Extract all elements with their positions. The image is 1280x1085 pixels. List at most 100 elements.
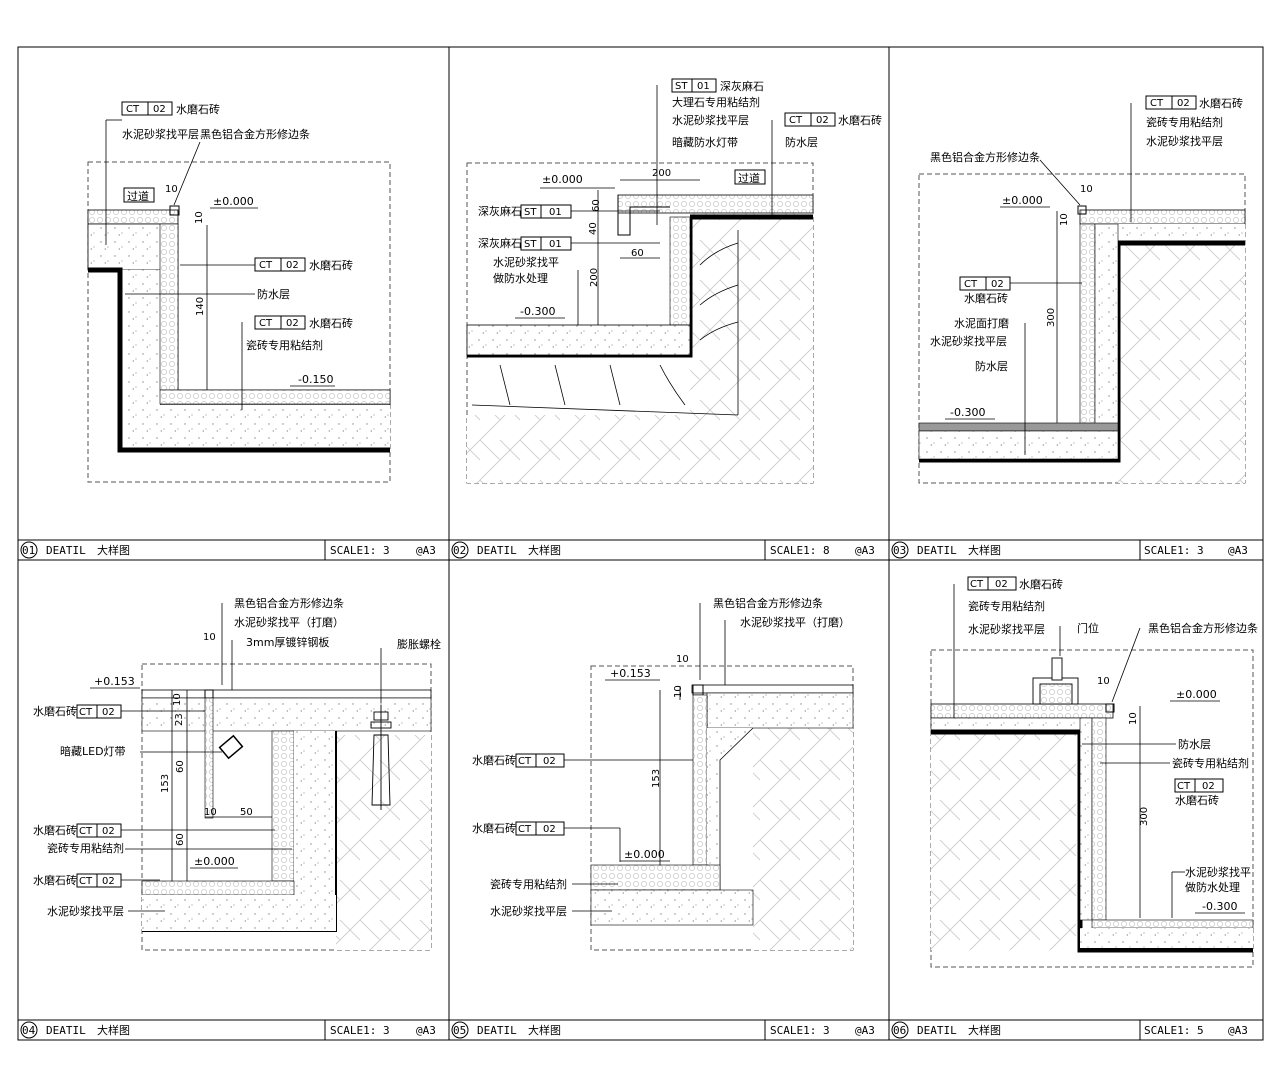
svg-text:02: 02 <box>1177 98 1190 109</box>
svg-text:300: 300 <box>1139 807 1150 826</box>
material-tag: CT 02 水磨石砖 <box>967 576 1063 591</box>
label-led-hidden: 暗藏LED灯带 <box>60 744 126 758</box>
svg-text:CT: CT <box>79 707 93 718</box>
svg-text:200: 200 <box>589 268 600 287</box>
label-do-wp: 做防水处理 <box>493 271 548 285</box>
label-dark-granite: 深灰麻石 <box>478 204 522 218</box>
anchor-bolts <box>471 230 739 416</box>
detail-04: 膨胀螺栓 黑色铝合金方形修边条 水泥砂浆找平（打磨） 3mm厚镀锌钢板 10 +… <box>33 596 441 951</box>
panel-number: 04 <box>22 1024 36 1037</box>
level-zero: ±0.000 <box>624 848 665 861</box>
svg-text:140: 140 <box>195 297 206 316</box>
level-m300: -0.300 <box>1202 900 1237 913</box>
svg-text:23: 23 <box>174 713 185 726</box>
title-bar-06: 06 DEATIL 大样图 SCALE1: 5 @A3 <box>891 1020 1248 1040</box>
svg-text:ST: ST <box>524 207 537 218</box>
level-zero: ±0.000 <box>1176 688 1217 701</box>
material-tag: CT 02 <box>76 873 122 888</box>
title-cn: 大样图 <box>968 1023 1001 1037</box>
svg-text:40: 40 <box>588 222 599 235</box>
paper-size: @A3 <box>416 1024 436 1037</box>
label-aluminum-trim: 黑色铝合金方形修边条 <box>930 150 1040 164</box>
material-tag: ST 01 <box>520 236 572 251</box>
svg-text:CT: CT <box>964 279 978 290</box>
detail-02: ST 01 深灰麻石 大理石专用粘结剂 水泥砂浆找平层 暗藏防水灯带 CT 02… <box>466 78 882 484</box>
svg-text:水磨石砖: 水磨石砖 <box>838 113 882 127</box>
level-zero: ±0.000 <box>194 855 235 868</box>
label-dark-granite: 深灰麻石 <box>478 236 522 250</box>
svg-text:10: 10 <box>1128 712 1139 725</box>
svg-text:10: 10 <box>676 654 689 665</box>
svg-text:水磨石砖: 水磨石砖 <box>309 258 353 272</box>
svg-text:01: 01 <box>549 207 562 218</box>
svg-text:CT: CT <box>970 579 984 590</box>
level-zero: ±0.000 <box>213 195 254 208</box>
svg-text:水磨石砖: 水磨石砖 <box>1199 96 1243 110</box>
panel-number: 06 <box>893 1024 906 1037</box>
svg-text:153: 153 <box>651 769 662 788</box>
svg-text:10: 10 <box>1080 184 1093 195</box>
svg-text:10: 10 <box>203 632 216 643</box>
level-m300: -0.300 <box>950 406 985 419</box>
label-mortar-level: 水泥砂浆找平层 <box>672 113 749 127</box>
label-mortar-ground: 水泥砂浆找平（打磨） <box>234 615 344 629</box>
svg-text:10: 10 <box>204 807 217 818</box>
svg-text:300: 300 <box>1046 308 1057 327</box>
label-tile-adhesive: 瓷砖专用粘结剂 <box>1172 756 1249 770</box>
title-code: DEATIL <box>477 544 517 557</box>
svg-text:200: 200 <box>652 168 671 179</box>
label-aluminum-trim: 黑色铝合金方形修边条 <box>200 127 310 141</box>
svg-text:02: 02 <box>995 579 1008 590</box>
label-terrazzo: 水磨石砖 <box>33 823 77 837</box>
material-tag: CT 02 水磨石砖 <box>784 112 882 127</box>
svg-text:60: 60 <box>175 760 186 773</box>
svg-text:水磨石砖: 水磨石砖 <box>309 316 353 330</box>
detail-05: 黑色铝合金方形修边条 水泥砂浆找平（打磨） 10 +0.153 10 水磨石砖 … <box>472 596 854 951</box>
label-steel-plate: 3mm厚镀锌钢板 <box>246 635 329 649</box>
label-aluminum-trim: 黑色铝合金方形修边条 <box>713 596 823 610</box>
label-mortar-level: 水泥砂浆找平层 <box>47 904 124 918</box>
svg-text:ST: ST <box>675 81 688 92</box>
label-waterproof: 防水层 <box>785 135 818 149</box>
level-m300: -0.300 <box>520 305 555 318</box>
label-aluminum-trim: 黑色铝合金方形修边条 <box>1148 621 1258 635</box>
label-waterproof: 防水层 <box>975 359 1008 373</box>
label-aluminum-trim: 黑色铝合金方形修边条 <box>234 596 344 610</box>
label-terrazzo: 水磨石砖 <box>1175 793 1219 807</box>
label-mortar-level: 水泥砂浆找平层 <box>930 334 1007 348</box>
svg-text:CT: CT <box>1177 781 1191 792</box>
paper-size: @A3 <box>855 544 875 557</box>
svg-text:60: 60 <box>591 199 602 212</box>
level-p153: +0.153 <box>94 675 135 688</box>
svg-text:CT: CT <box>259 318 273 329</box>
label-do-wp: 做防水处理 <box>1185 880 1240 894</box>
title-bar-05: 05 DEATIL 大样图 SCALE1: 3 @A3 <box>451 1020 875 1040</box>
svg-text:60: 60 <box>631 248 644 259</box>
svg-text:02: 02 <box>816 115 829 126</box>
level-zero: ±0.000 <box>542 173 583 186</box>
label-mortar-wp: 水泥砂浆找平 <box>493 255 559 269</box>
scale-label: SCALE1: 3 <box>770 1024 830 1037</box>
material-tag: ST 01 深灰麻石 <box>671 78 764 93</box>
svg-text:ST: ST <box>524 239 537 250</box>
svg-text:02: 02 <box>286 318 299 329</box>
material-tag: CT 02 <box>76 823 122 838</box>
material-tag: CT 02 水磨石砖 <box>121 101 220 116</box>
svg-text:10: 10 <box>172 693 183 706</box>
svg-text:10: 10 <box>194 211 205 224</box>
detail-06: 门位 CT 02 水磨石砖 瓷砖专用粘结剂 水泥砂浆找平层 黑色铝合金方形修边条… <box>930 576 1258 968</box>
scale-label: SCALE1: 3 <box>330 544 390 557</box>
label-terrazzo: 水磨石砖 <box>33 873 77 887</box>
label-mortar-level: 水泥砂浆找平层 <box>1146 134 1223 148</box>
material-tag: CT 02 <box>959 276 1011 291</box>
label-terrazzo: 水磨石砖 <box>964 291 1008 305</box>
svg-text:01: 01 <box>697 81 710 92</box>
svg-text:CT: CT <box>1150 98 1164 109</box>
paper-size: @A3 <box>1228 544 1248 557</box>
title-code: DEATIL <box>46 544 86 557</box>
label-mortar-ground: 水泥砂浆找平（打磨） <box>740 615 850 629</box>
paper-size: @A3 <box>416 544 436 557</box>
detail-boundary <box>87 161 391 483</box>
label-tile-adhesive: 瓷砖专用粘结剂 <box>968 599 1045 613</box>
